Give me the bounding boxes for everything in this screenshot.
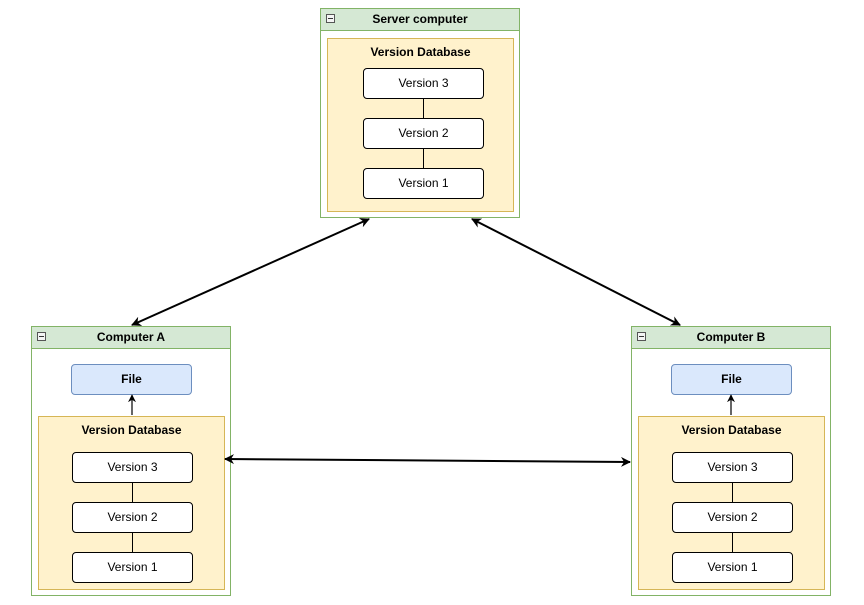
computer-b-header[interactable]: Computer B: [632, 327, 830, 349]
computer-a-version-1[interactable]: Version 1: [72, 552, 193, 583]
server-computer-title: Server computer: [372, 12, 468, 26]
computer-b-title: Computer B: [696, 330, 766, 344]
connector-line: [732, 533, 733, 553]
connector-line: [423, 99, 424, 119]
connector-line: [132, 533, 133, 553]
computer-b-version-database-title: Version Database: [681, 423, 782, 437]
server-version-database[interactable]: Version Database Version 3 Version 2 Ver…: [327, 38, 514, 212]
server-version-2[interactable]: Version 2: [363, 118, 484, 149]
server-version-1[interactable]: Version 1: [363, 168, 484, 199]
computer-a-container[interactable]: Computer A File Version Database Version…: [31, 326, 231, 596]
computer-a-version-3[interactable]: Version 3: [72, 452, 193, 483]
server-computer-header[interactable]: Server computer: [321, 9, 519, 31]
computer-b-version-3[interactable]: Version 3: [672, 452, 793, 483]
collapse-icon[interactable]: [326, 14, 335, 23]
collapse-icon[interactable]: [637, 332, 646, 341]
computer-a-title: Computer A: [96, 330, 166, 344]
computer-b-file[interactable]: File: [671, 364, 792, 395]
computer-a-version-database[interactable]: Version Database Version 3 Version 2 Ver…: [38, 416, 225, 590]
connector-line: [732, 483, 733, 503]
connector-line: [423, 149, 424, 169]
server-version-database-title: Version Database: [370, 45, 471, 59]
computer-a-version-2[interactable]: Version 2: [72, 502, 193, 533]
connector-line: [132, 483, 133, 503]
sync-arrow-server-computer-b[interactable]: [471, 218, 681, 326]
computer-b-container[interactable]: Computer B File Version Database Version…: [631, 326, 831, 596]
collapse-icon[interactable]: [37, 332, 46, 341]
computer-a-version-database-title: Version Database: [81, 423, 182, 437]
server-version-3[interactable]: Version 3: [363, 68, 484, 99]
computer-b-version-database[interactable]: Version Database Version 3 Version 2 Ver…: [638, 416, 825, 590]
server-computer-container[interactable]: Server computer Version Database Version…: [320, 8, 520, 218]
computer-b-version-2[interactable]: Version 2: [672, 502, 793, 533]
sync-arrow-server-computer-a[interactable]: [131, 218, 370, 326]
computer-a-header[interactable]: Computer A: [32, 327, 230, 349]
computer-b-version-1[interactable]: Version 1: [672, 552, 793, 583]
computer-a-file[interactable]: File: [71, 364, 192, 395]
sync-arrow-computer-a-computer-b[interactable]: [224, 454, 631, 467]
